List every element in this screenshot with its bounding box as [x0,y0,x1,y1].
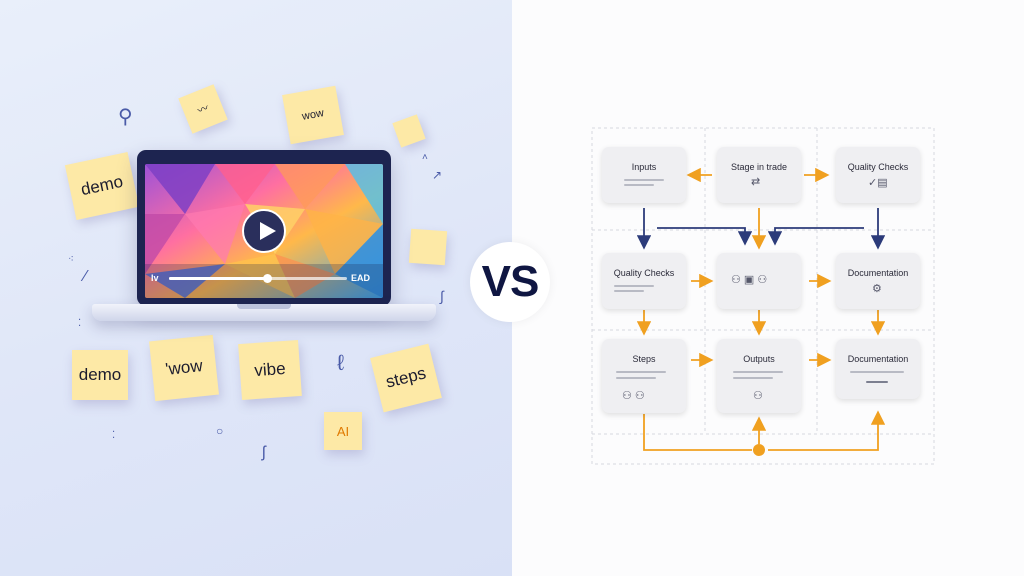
sticky-note-blank-right [408,228,448,266]
doodle-sparkle-icon: ↗ [432,168,443,182]
sticky-note-demo-top: demo [64,151,140,221]
sticky-note-text: 'wow [164,356,204,379]
sticky-note-text: wow [301,107,325,123]
arrow-quality-to-center [767,227,864,246]
doodle-dots-icon: ⁚ [112,430,116,441]
video-right-label: EAD [351,273,371,283]
sticky-note-wow-top: wow [282,85,344,145]
card-line [733,377,773,379]
card-documentation-mid[interactable]: Documentation ⚙ [836,253,920,309]
doodle-sparkle-icon: ˄ [422,152,428,163]
user-icon: ⚇ [753,390,763,402]
swap-icon: ⇄ [751,176,761,188]
card-line [624,184,654,186]
left-panel: ⚲ ↗ ˄ ∕ ⁖ ⁚ ℓ ○ ʃ ⁚ ∫ demo 〰 wow demo 'w… [0,0,512,576]
sticky-note-text: vibe [253,358,287,381]
card-title: Documentation [847,268,909,278]
video-progress-knob[interactable] [262,274,272,283]
video-player[interactable]: Iv EAD [145,164,383,298]
loop-node [753,444,765,456]
people-icon: ⚇ ▣ ⚇ [731,274,768,286]
arrow-loop-left [643,414,752,451]
doodle-dots-icon: ⁖ [68,254,74,265]
check-icon: ✓▤ [868,177,888,189]
doodle-squiggle-icon: ʃ [262,444,266,461]
card-line [616,371,666,373]
card-title: Inputs [631,162,657,172]
doodle-swirl-icon: ℓ [337,350,345,375]
people-icon: ⚇ ⚇ [622,390,645,402]
sticky-note-text: steps [383,363,428,392]
play-button[interactable] [242,209,286,253]
sticky-note-demo-bottom: demo [72,350,128,400]
sticky-note-text: demo [78,365,122,384]
doodle-loop-icon: ⚲ [118,106,133,128]
card-inputs[interactable]: Inputs [602,147,686,203]
card-title: Quality Checks [847,162,909,172]
video-progress-bar[interactable] [169,274,347,283]
doodle-circle-icon: ○ [216,424,224,438]
card-line [866,381,888,383]
sticky-note-wow-bottom: 'wow [149,334,219,402]
sticky-note-text: demo [79,171,125,200]
doodle-squiggle-icon: ∕ [84,268,87,285]
arrow-inputs-to-center [657,227,753,246]
card-line [624,179,664,181]
sticky-note-small: 〰 [178,84,228,134]
gear-icon: ⚙ [872,283,882,295]
flow-connectors [591,127,935,465]
card-documentation-bottom[interactable]: Documentation [836,339,920,399]
card-line [614,290,644,292]
sticky-note-blank-small [392,114,426,148]
card-title: Steps [632,354,656,364]
video-left-label: Iv [151,273,159,283]
card-steps[interactable]: Steps ⚇ ⚇ [602,339,686,413]
sticky-note-doodle-icon: 〰 [196,102,211,118]
card-title: Outputs [743,354,775,364]
sticky-note-vibe: vibe [238,339,302,401]
laptop-notch [237,304,291,309]
card-title: Documentation [847,354,909,364]
laptop-base [92,304,436,321]
card-quality-checks-top[interactable]: Quality Checks ✓▤ [836,147,920,203]
card-title: Quality Checks [613,268,675,278]
card-stage-in-trade[interactable]: Stage in trade ⇄ [717,147,801,203]
card-line [850,371,904,373]
arrow-loop-right [768,410,886,451]
vs-badge: VS [470,242,550,322]
card-outputs[interactable]: Outputs ⚇ [717,339,801,413]
card-line [616,377,656,379]
sticky-note-ai: AI [324,412,362,450]
sticky-note-steps: steps [370,343,442,413]
laptop-screen: Iv EAD [137,150,391,306]
doodle-squiggle-icon: ∫ [440,288,444,304]
doodle-dots-icon: ⁚ [78,318,82,329]
card-title: Stage in trade [730,162,788,172]
right-panel: Inputs Stage in trade ⇄ Quality Checks ✓… [512,0,1024,576]
card-line [733,371,783,373]
sticky-note-text: AI [336,423,350,439]
card-center-mid[interactable]: ⚇ ▣ ⚇ [717,253,801,309]
video-progress-fill [169,277,267,280]
card-line [614,285,654,287]
card-quality-checks-mid[interactable]: Quality Checks [602,253,686,309]
